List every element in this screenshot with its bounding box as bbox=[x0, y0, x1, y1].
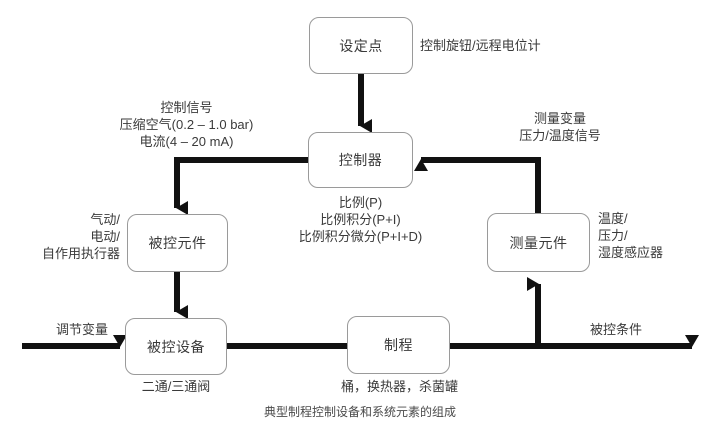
annotation-controled-condition: 被控条件 bbox=[589, 322, 642, 337]
annotation-setpoint-note: 控制旋钮/远程电位计 bbox=[420, 38, 541, 53]
diagram-caption: 典型制程控制设备和系统元素的组成 bbox=[263, 405, 456, 419]
box-controller-label: 控制器 bbox=[338, 152, 383, 168]
wire-controller-to-controlled-element bbox=[174, 157, 308, 215]
box-measuring-element[interactable]: 测量元件 bbox=[487, 213, 590, 272]
box-setpoint[interactable]: 设定点 bbox=[309, 17, 413, 74]
annotation-process-types: 桶，换热器，杀菌罐 bbox=[340, 379, 458, 394]
box-controlled-element-label: 被控元件 bbox=[148, 235, 207, 251]
annotation-sensor-types: 温度/ 压力/ 湿度感应器 bbox=[598, 211, 664, 260]
annotation-measured-variable: 测量变量 压力/温度信号 bbox=[519, 111, 601, 143]
annotation-actuator-types: 气动/ 电动/ 自作用执行器 bbox=[41, 212, 120, 261]
box-measuring-element-label: 测量元件 bbox=[509, 234, 568, 251]
box-setpoint-label: 设定点 bbox=[339, 37, 383, 54]
annotation-control-signal: 控制信号 压缩空气(0.2 – 1.0 bar) 电流(4 – 20 mA) bbox=[119, 100, 254, 149]
annotation-valve-types: 二通/三通阀 bbox=[141, 379, 211, 394]
wire-measuring-element-to-controller bbox=[414, 157, 541, 213]
annotation-controller-modes: 比例(P) 比例积分(P+I) 比例积分微分(P+I+D) bbox=[298, 195, 423, 244]
annotation-manipulated-variable: 调节变量 bbox=[55, 322, 108, 337]
box-process-label: 制程 bbox=[384, 337, 413, 353]
box-controller[interactable]: 控制器 bbox=[308, 132, 413, 188]
box-controlled-element[interactable]: 被控元件 bbox=[127, 214, 228, 272]
box-controlled-equipment-label: 被控设备 bbox=[147, 338, 205, 355]
box-controlled-equipment[interactable]: 被控设备 bbox=[125, 318, 227, 375]
box-process[interactable]: 制程 bbox=[347, 316, 450, 374]
